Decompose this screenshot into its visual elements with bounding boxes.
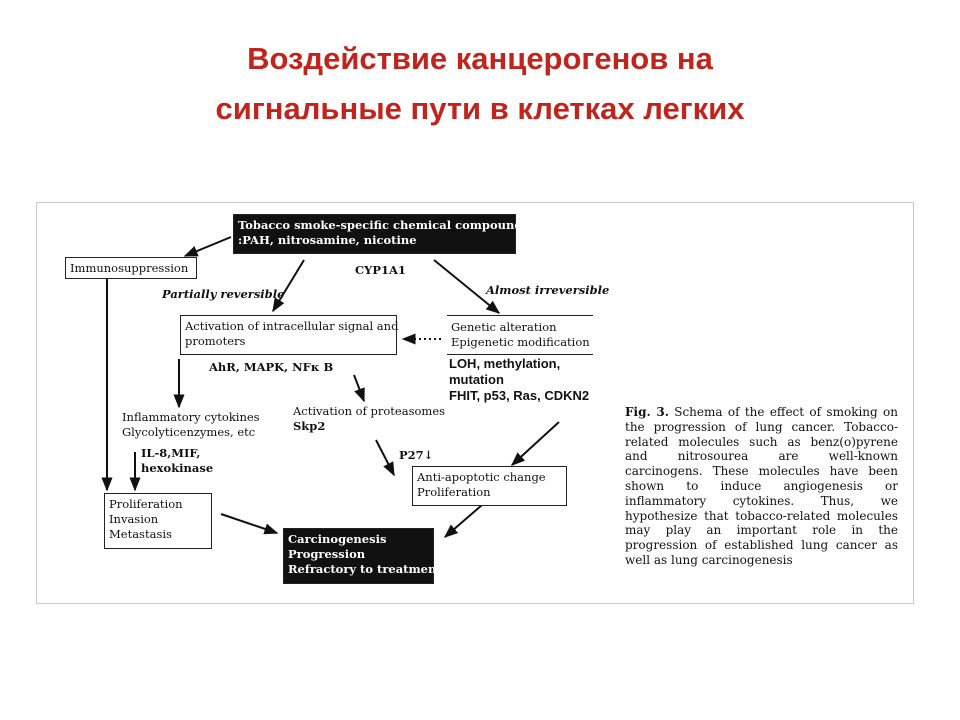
loh-line-2: mutation xyxy=(449,372,504,387)
activation-line-1: Activation of intracellular signal and xyxy=(185,319,399,333)
arrow-loh-to-antiapoptotic xyxy=(510,421,560,466)
caption-fig-label: Fig. 3. xyxy=(625,405,669,419)
loh-line-1: LOH, methylation, xyxy=(449,356,561,371)
anti-apoptotic-line-1: Anti-apoptotic change xyxy=(417,470,546,484)
genetic-line-2: Epigenetic modification xyxy=(451,335,590,349)
proteasome-label: Activation of proteasomes Skp2 xyxy=(293,404,445,434)
carcinogenesis-line-1: Carcinogenesis xyxy=(288,532,387,546)
il8-mif-label: IL-8,MIF, hexokinase xyxy=(141,446,213,476)
anti-apoptotic-line-2: Proliferation xyxy=(417,485,491,499)
loh-line-3: FHIT, p53, Ras, CDKN2 xyxy=(449,388,590,403)
immunosuppression-text: Immunosuppression xyxy=(70,261,189,275)
carcinogenesis-line-2: Progression xyxy=(288,547,366,561)
inflammatory-cytokines-label: Inflammatory cytokines Glycolyticenzymes… xyxy=(122,410,260,440)
il8-line-1: IL-8,MIF, xyxy=(141,446,201,460)
proteasome-line-2: Skp2 xyxy=(293,419,326,433)
arrow-tobacco-to-genetic xyxy=(433,259,501,314)
carcinogenesis-box: Carcinogenesis Progression Refractory to… xyxy=(283,528,442,584)
figure-panel: Tobacco smoke-specific chemical compound… xyxy=(36,202,914,604)
arrows-layer xyxy=(101,236,560,538)
genetic-alteration-box: Genetic alteration Epigenetic modificati… xyxy=(447,315,593,355)
slide-title: Воздействие канцерогенов на сигнальные п… xyxy=(0,34,960,134)
title-line-2: сигнальные пути в клетках легких xyxy=(215,91,745,126)
arrow-skp2-to-antiapoptotic xyxy=(375,439,395,477)
proliferation-line-2: Invasion xyxy=(109,512,159,526)
cyp1a1-label: CYP1A1 xyxy=(355,263,406,277)
genetic-text: Genetic alteration Epigenetic modificati… xyxy=(451,320,590,350)
partially-reversible-label: Partially reversible xyxy=(162,287,285,301)
figure-caption: Fig. 3. Schema of the effect of smoking … xyxy=(625,405,898,568)
carcinogenesis-line-3: Refractory to treatment xyxy=(288,562,442,576)
arrow-antiapoptotic-to-carcinogenesis xyxy=(443,504,483,538)
tobacco-line-2: :PAH, nitrosamine, nicotine xyxy=(238,233,417,247)
caption-text: Schema of the effect of smoking on the p… xyxy=(625,405,898,567)
genetic-line-1: Genetic alteration xyxy=(451,320,557,334)
arrow-proliferation-to-carcinogenesis xyxy=(220,513,279,535)
loh-methylation-label: LOH, methylation, mutation FHIT, p53, Ra… xyxy=(449,356,589,404)
almost-irreversible-label: Almost irreversible xyxy=(486,283,610,297)
anti-apoptotic-box: Anti-apoptotic change Proliferation xyxy=(412,466,567,506)
inflammatory-line-2: Glycolyticenzymes, etc xyxy=(122,425,256,439)
activation-line-2: promoters xyxy=(185,334,246,348)
arrow-ahr-to-proteasome xyxy=(353,374,365,403)
proteasome-line-1: Activation of proteasomes xyxy=(293,404,446,418)
immunosuppression-box: Immunosuppression xyxy=(65,257,197,279)
proliferation-line-3: Metastasis xyxy=(109,527,172,541)
arrow-tobacco-to-activation xyxy=(272,259,305,313)
tobacco-line-1: Tobacco smoke-specific chemical compound… xyxy=(238,218,529,232)
proliferation-line-1: Proliferation xyxy=(109,497,183,511)
activation-signal-box: Activation of intracellular signal and p… xyxy=(180,315,399,355)
proliferation-box: Proliferation Invasion Metastasis xyxy=(104,493,212,549)
inflammatory-line-1: Inflammatory cytokines xyxy=(122,410,260,424)
tobacco-compounds-box: Tobacco smoke-specific chemical compound… xyxy=(233,214,529,254)
arrow-tobacco-to-immuno xyxy=(183,236,232,257)
p27-label: P27↓ xyxy=(399,448,434,462)
ahr-mapk-nfkb-label: AhR, MAPK, NFκ B xyxy=(209,360,334,374)
il8-line-2: hexokinase xyxy=(141,461,214,475)
title-line-1: Воздействие канцерогенов на xyxy=(247,41,713,76)
